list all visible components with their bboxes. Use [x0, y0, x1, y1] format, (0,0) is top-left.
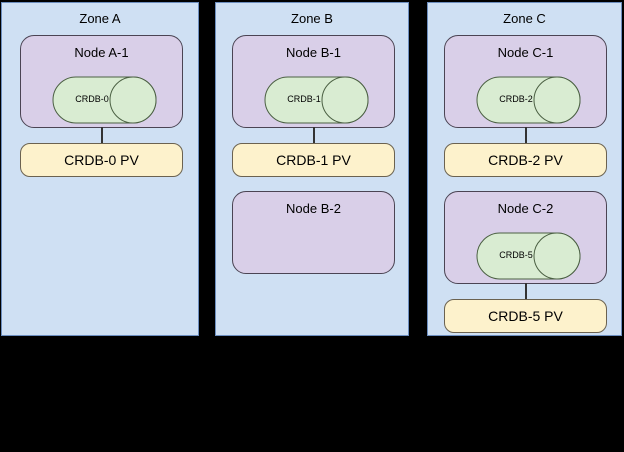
database-cylinder-icon[interactable]: CRDB-2 [476, 76, 581, 124]
zone-b-container[interactable]: Zone B Node B-1 CRDB-1 CRDB-1 PV Node B-… [215, 2, 409, 336]
pv-label: CRDB-0 PV [64, 151, 139, 168]
node-c-1-box[interactable]: Node C-1 CRDB-2 [444, 35, 607, 128]
database-cylinder-icon[interactable]: CRDB-1 [264, 76, 369, 124]
node-b-1-title: Node B-1 [286, 45, 341, 60]
database-cylinder-shape [52, 76, 157, 124]
zone-c-container[interactable]: Zone C Node C-1 CRDB-2 CRDB-2 PV Node C-… [427, 2, 622, 336]
database-cylinder-shape [476, 232, 581, 280]
connector-node-c-2-to-pv [525, 283, 527, 300]
database-cylinder-shape [264, 76, 369, 124]
crdb-2-pv-box[interactable]: CRDB-2 PV [444, 143, 607, 177]
database-cylinder-icon[interactable]: CRDB-0 [52, 76, 157, 124]
node-a-1-box[interactable]: Node A-1 CRDB-0 [20, 35, 183, 128]
crdb-0-pv-box[interactable]: CRDB-0 PV [20, 143, 183, 177]
crdb-5-pv-box[interactable]: CRDB-5 PV [444, 299, 607, 333]
node-c-2-title: Node C-2 [497, 201, 554, 216]
connector-node-c-1-to-pv [525, 127, 527, 144]
pv-label: CRDB-1 PV [276, 151, 351, 168]
zone-b-title: Zone B [291, 11, 333, 26]
pod-label: CRDB-1 [287, 94, 321, 104]
node-c-1-title: Node C-1 [497, 45, 554, 60]
zone-a-title: Zone A [79, 11, 121, 26]
node-b-1-box[interactable]: Node B-1 CRDB-1 [232, 35, 395, 128]
node-b-2-title: Node B-2 [286, 201, 341, 216]
node-a-1-title: Node A-1 [74, 45, 129, 60]
database-cylinder-shape [476, 76, 581, 124]
connector-node-a-1-to-pv [101, 127, 103, 144]
crdb-1-pv-box[interactable]: CRDB-1 PV [232, 143, 395, 177]
zone-a-container[interactable]: Zone A Node A-1 CRDB-0 CRDB-0 PV [1, 2, 199, 336]
zone-c-title: Zone C [503, 11, 546, 26]
database-cylinder-icon[interactable]: CRDB-5 [476, 232, 581, 280]
pv-label: CRDB-2 PV [488, 151, 563, 168]
node-c-2-box[interactable]: Node C-2 CRDB-5 [444, 191, 607, 284]
pod-label: CRDB-2 [499, 94, 533, 104]
pod-label: CRDB-5 [499, 250, 533, 260]
pod-label: CRDB-0 [75, 94, 109, 104]
connector-node-b-1-to-pv [313, 127, 315, 144]
pv-label: CRDB-5 PV [488, 307, 563, 324]
node-b-2-box[interactable]: Node B-2 [232, 191, 395, 274]
